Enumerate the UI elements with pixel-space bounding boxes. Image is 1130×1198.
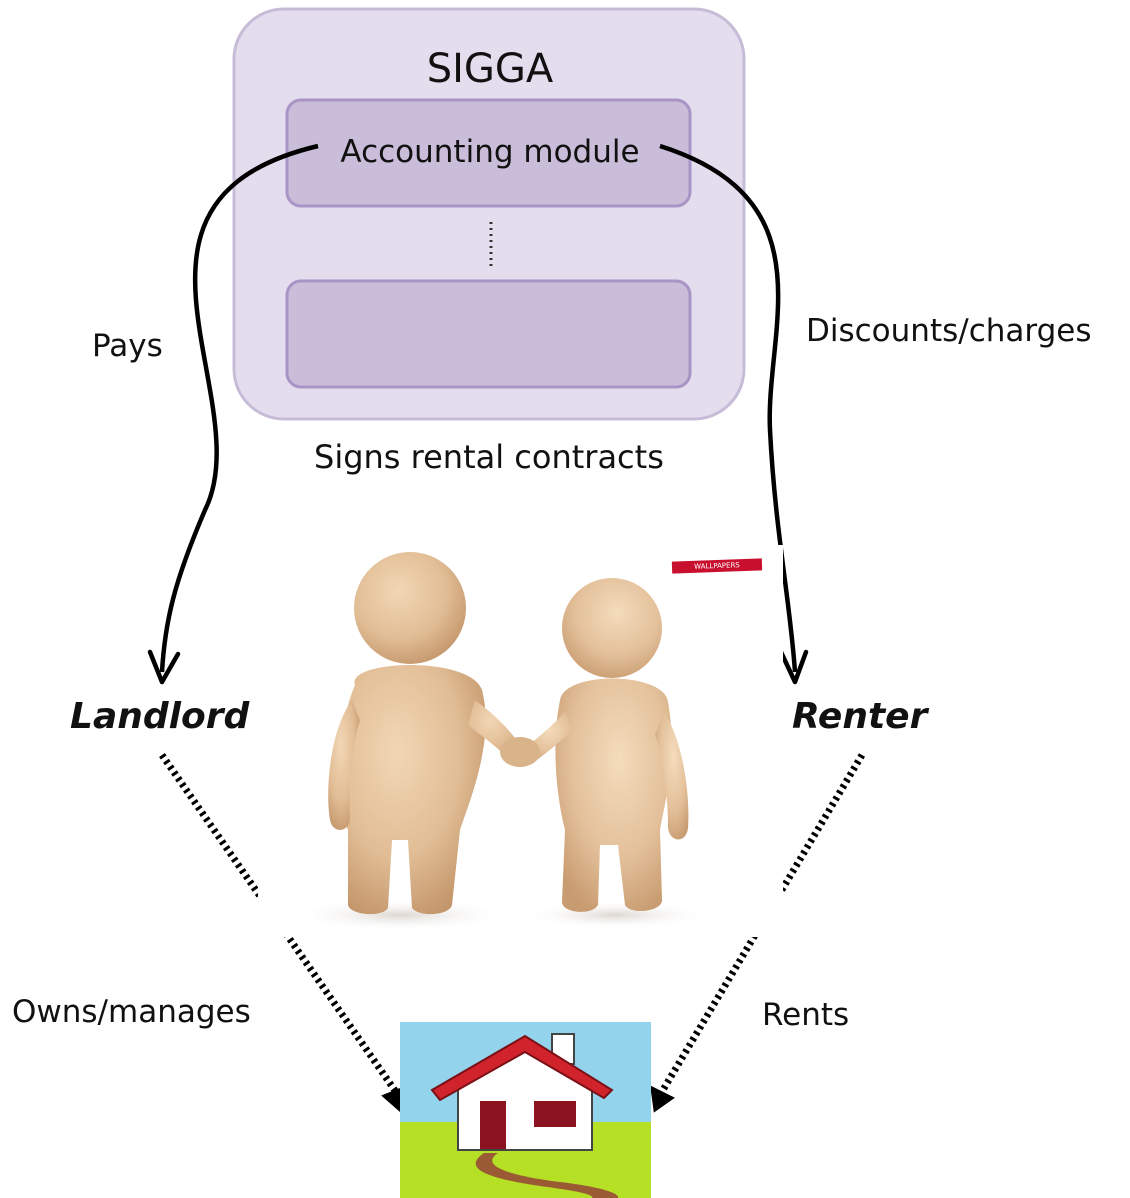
pays-arrow (159, 143, 319, 673)
rents-arrowhead (650, 1085, 675, 1113)
house-icon (400, 1022, 651, 1198)
rents-label: Rents (762, 997, 850, 1033)
landlord-label: Landlord (70, 696, 250, 737)
handshake-illustration (258, 545, 783, 937)
pays-label: Pays (92, 328, 163, 364)
discounts-arrowhead (778, 649, 809, 685)
sigga-title: SIGGA (426, 46, 554, 92)
renter-label: Renter (792, 696, 928, 737)
owns-dotted-arrow (159, 753, 401, 1097)
discounts-charges-label: Discounts/charges (806, 313, 1092, 349)
right-figure (520, 578, 689, 912)
discounts-arrow (659, 143, 798, 673)
accounting-module-label: Accounting module (340, 134, 640, 170)
owns-manages-label: Owns/manages (12, 994, 251, 1030)
pays-arrowhead (147, 649, 181, 685)
signs-contracts-label: Signs rental contracts (314, 438, 664, 476)
empty-module-box (285, 279, 692, 389)
